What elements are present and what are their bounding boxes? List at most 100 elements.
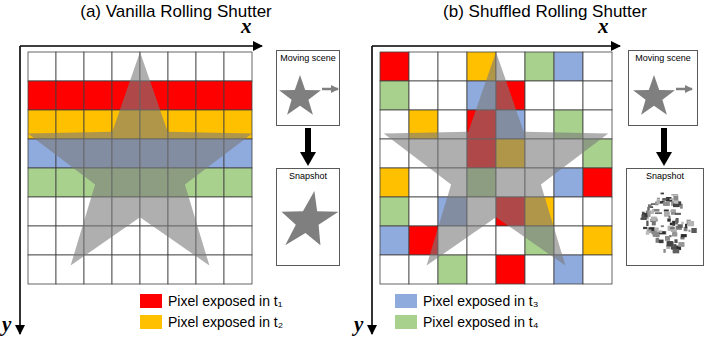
box-caption: Moving scene <box>629 51 697 64</box>
pixel-cell <box>56 255 84 284</box>
box-caption: Snapshot <box>627 169 703 182</box>
pixel-cell <box>583 81 612 110</box>
noise-block <box>652 221 656 226</box>
pixel-cell <box>28 52 56 81</box>
noise-block <box>671 194 678 196</box>
noise-block <box>674 239 677 243</box>
noise-block <box>663 202 670 206</box>
noise-block <box>664 209 669 211</box>
pixel-cell <box>380 52 409 81</box>
pixel-cell <box>409 168 438 197</box>
axis-label: y <box>354 314 363 335</box>
noise-block <box>659 230 662 233</box>
pixel-cell <box>112 255 140 284</box>
x-axis <box>20 45 262 47</box>
axis-label: y <box>2 314 11 335</box>
legend-swatch <box>395 315 417 329</box>
noise-block <box>671 230 677 233</box>
pixel-cell <box>409 81 438 110</box>
pixel-cell <box>224 255 252 284</box>
legend-entry: Pixel exposed in t₄ <box>395 313 538 331</box>
noise-block <box>655 212 662 214</box>
noise-block <box>669 216 671 218</box>
noise-block <box>663 198 668 200</box>
pixel-cell <box>409 197 438 226</box>
pixel-cell <box>196 81 224 110</box>
pixel-cell <box>28 255 56 284</box>
noise-block <box>646 231 650 235</box>
snapshot-star <box>274 191 343 245</box>
legend-swatch <box>395 294 417 308</box>
legend-entry: Pixel exposed in t₁ <box>140 292 282 310</box>
pixel-cell <box>28 168 56 197</box>
legend-text: Pixel exposed in t₃ <box>423 292 538 310</box>
pixel-grid <box>28 52 252 284</box>
noise-block <box>656 238 660 243</box>
legend-swatch <box>140 315 162 329</box>
pixel-cell <box>583 168 612 197</box>
panel-title: (b) Shuffled Rolling Shutter <box>395 2 695 22</box>
pixel-cell <box>583 226 612 255</box>
scene-star <box>279 75 321 115</box>
pixel-cell <box>525 255 554 284</box>
star-shape <box>384 52 608 266</box>
noise-block <box>661 225 664 227</box>
pixel-cell <box>554 52 583 81</box>
box-caption: Moving scene <box>277 51 339 64</box>
flow-arrow <box>661 128 667 152</box>
noise-block <box>648 211 651 216</box>
noise-block <box>672 221 675 226</box>
noise-block <box>681 234 687 237</box>
noise-block <box>654 227 658 231</box>
motion-arrow <box>322 88 338 91</box>
pixel-cell <box>28 226 56 255</box>
noise-block <box>688 221 694 226</box>
pixel-cell <box>56 52 84 81</box>
noise-block <box>641 214 644 219</box>
pixel-cell <box>168 81 196 110</box>
pixel-cell <box>583 255 612 284</box>
star-shape <box>28 52 252 266</box>
pixel-cell <box>196 255 224 284</box>
noise-block <box>675 213 681 215</box>
panel-title: (a) Vanilla Rolling Shutter <box>36 2 316 22</box>
y-axis <box>19 46 21 334</box>
pixel-cell <box>409 52 438 81</box>
legend-text: Pixel exposed in t₂ <box>168 313 283 331</box>
noise-block <box>657 198 660 200</box>
pixel-cell <box>28 197 56 226</box>
scene-box: Moving scene <box>276 50 340 126</box>
noise-block <box>667 241 673 246</box>
noise-block <box>660 231 666 235</box>
snapshot-box: Snapshot <box>626 168 704 266</box>
pixel-cell <box>224 52 252 81</box>
noise-block <box>653 232 660 237</box>
pixel-cell <box>196 197 224 226</box>
noise-block <box>651 217 657 222</box>
pixel-cell <box>583 52 612 81</box>
noise-block <box>667 218 670 221</box>
scene-box: Moving scene <box>628 50 698 126</box>
snapshot-box: Snapshot <box>276 168 340 266</box>
pixel-cell <box>380 81 409 110</box>
noise-block <box>648 204 652 207</box>
axis-label: x <box>598 16 609 37</box>
noise-block <box>646 221 648 226</box>
legend-entry: Pixel exposed in t₂ <box>140 313 283 331</box>
noise-block <box>661 193 664 195</box>
noise-block <box>685 224 687 228</box>
pixel-cell <box>56 197 84 226</box>
noise-block <box>672 232 677 236</box>
pixel-cell <box>438 81 467 110</box>
pixel-cell <box>525 52 554 81</box>
noise-block <box>652 209 654 214</box>
noise-block <box>643 227 647 229</box>
noise-block <box>659 240 664 244</box>
noise-block <box>670 227 675 229</box>
motion-arrow <box>676 88 692 91</box>
pixel-cell <box>140 255 168 284</box>
pixel-cell <box>554 81 583 110</box>
